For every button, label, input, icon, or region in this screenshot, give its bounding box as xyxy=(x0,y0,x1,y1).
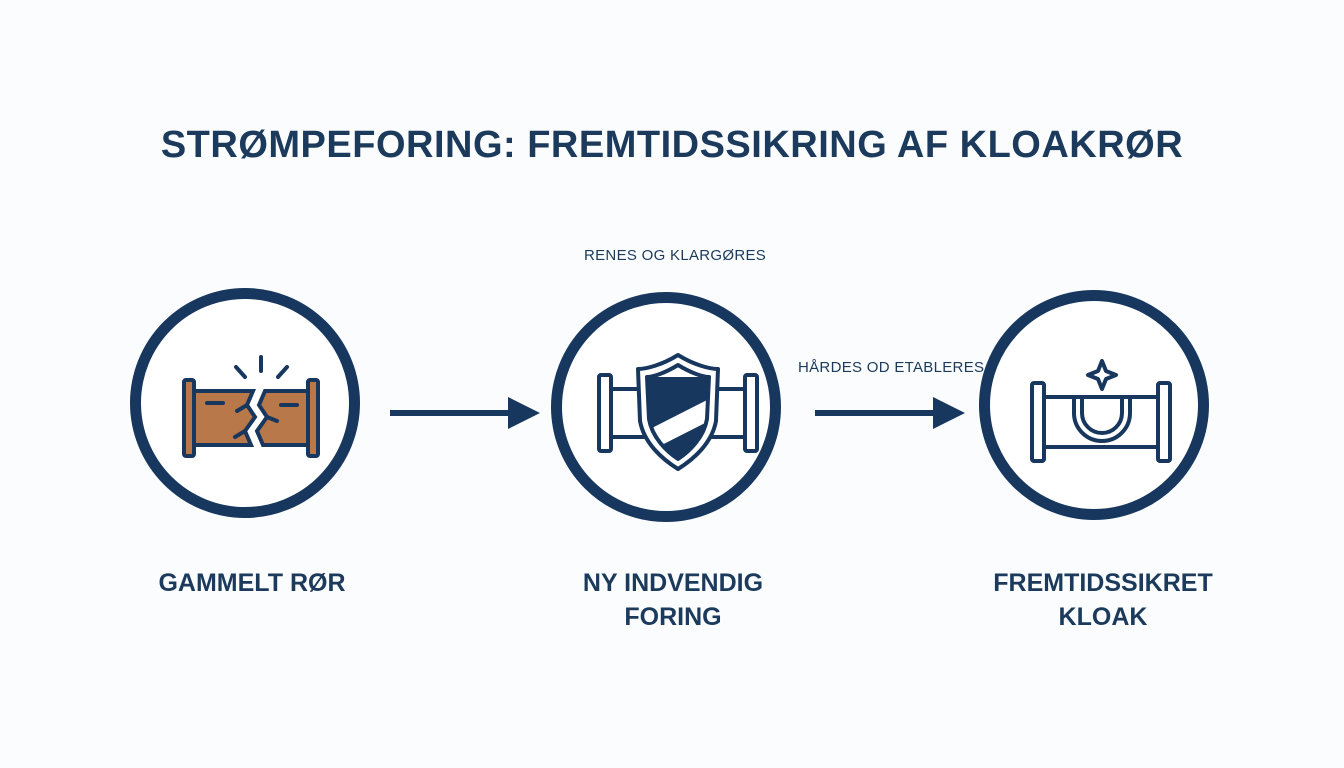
page-title: STRØMPEFORING: FREMTIDSSIKRING AF KLOAKR… xyxy=(160,124,1184,166)
step-circle-old-pipe xyxy=(130,288,360,518)
step-label-new-lining: NY INDVENDIG FORING xyxy=(582,569,764,631)
step-label-old-pipe: GAMMELT RØR xyxy=(158,569,346,597)
arrow-right-icon xyxy=(390,397,540,429)
transition-label-cure: HÅRDES OD ETABLERES xyxy=(798,359,985,376)
arrow-right-icon xyxy=(815,397,965,429)
transition-label-clean: RENES OG KLARGØRES xyxy=(584,247,767,264)
step-circle-new-lining xyxy=(551,292,781,522)
cracked-pipe-icon xyxy=(182,355,320,458)
step-label-future-proof: FREMTIDSSIKRET KLOAK xyxy=(993,569,1213,631)
step-circle-future-proof xyxy=(979,290,1209,520)
renewed-pipe-sparkle-icon xyxy=(1030,359,1172,463)
shield-pipe-icon xyxy=(597,353,759,471)
